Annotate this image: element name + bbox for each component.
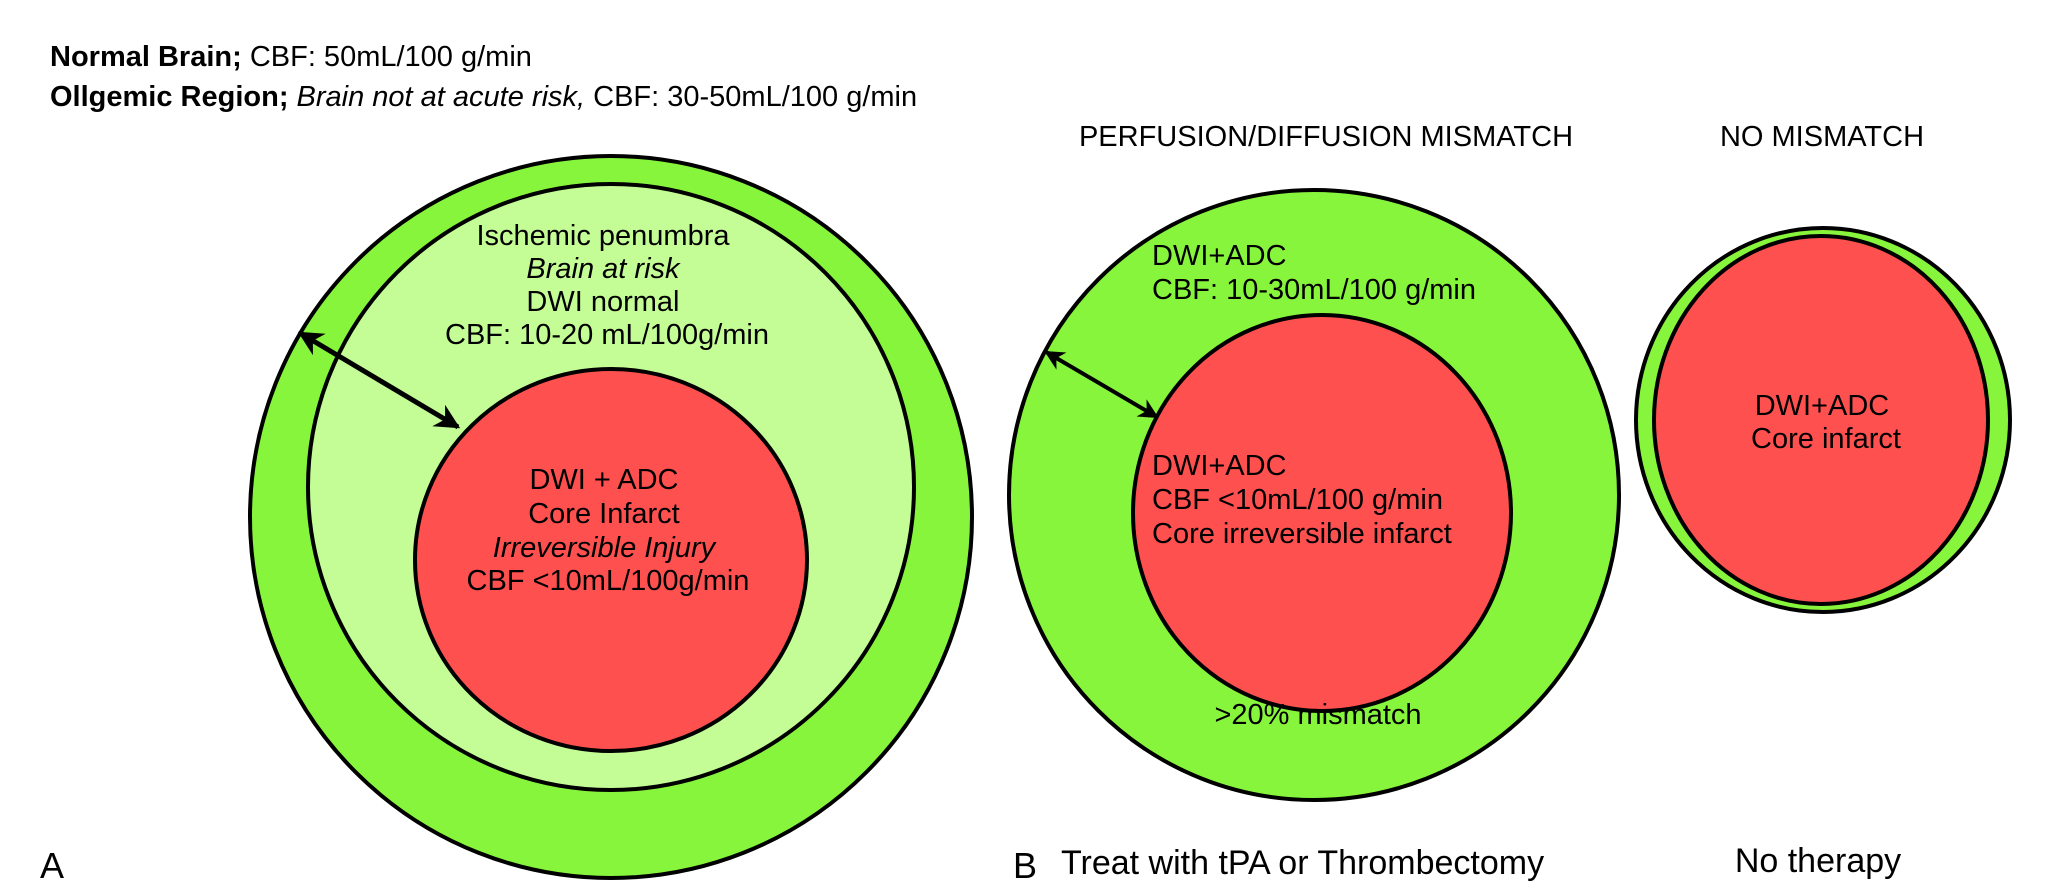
no-mismatch-action: No therapy [1735, 842, 1901, 880]
mismatch-outer-label: DWI+ADC CBF: 10-30mL/100 g/min [1152, 240, 1476, 306]
penumbra-double-arrow [297, 330, 461, 430]
panel-b-no-mismatch: NO MISMATCH DWI+ADC Core infarct No ther… [1634, 121, 2012, 880]
mismatch-percent-label: >20% mismatch [1214, 699, 1421, 731]
panel-a-letter: A [40, 845, 64, 886]
panel-a: Ischemic penumbra Brain at risk DWI norm… [40, 154, 974, 886]
mismatch-core-circle [1131, 313, 1513, 713]
core-infarct-circle [413, 367, 809, 753]
mismatch-core-label: DWI+ADC CBF <10mL/100 g/min Core irrever… [1152, 450, 1452, 550]
mismatch-title: PERFUSION/DIFFUSION MISMATCH [1079, 121, 1573, 153]
header-normal-brain: Normal Brain; CBF: 50mL/100 g/min [50, 41, 532, 73]
header-oligemic-region: Ollgemic Region; Brain not at acute risk… [50, 81, 917, 113]
mismatch-action: Treat with tPA or Thrombectomy [1061, 844, 1544, 882]
core-infarct-label: DWI + ADC Core Infarct Irreversible Inju… [467, 464, 750, 597]
mismatch-double-arrow [1044, 350, 1159, 419]
no-mismatch-core-label: DWI+ADC Core infarct [1751, 390, 1901, 455]
no-mismatch-title: NO MISMATCH [1720, 121, 1924, 153]
panel-b-letter: B [1013, 845, 1037, 886]
penumbra-label: Ischemic penumbra Brain at risk DWI norm… [445, 220, 769, 351]
panel-b-mismatch: PERFUSION/DIFFUSION MISMATCH DWI+ADC CBF… [1007, 121, 1621, 886]
no-mismatch-core-circle [1652, 234, 1990, 606]
